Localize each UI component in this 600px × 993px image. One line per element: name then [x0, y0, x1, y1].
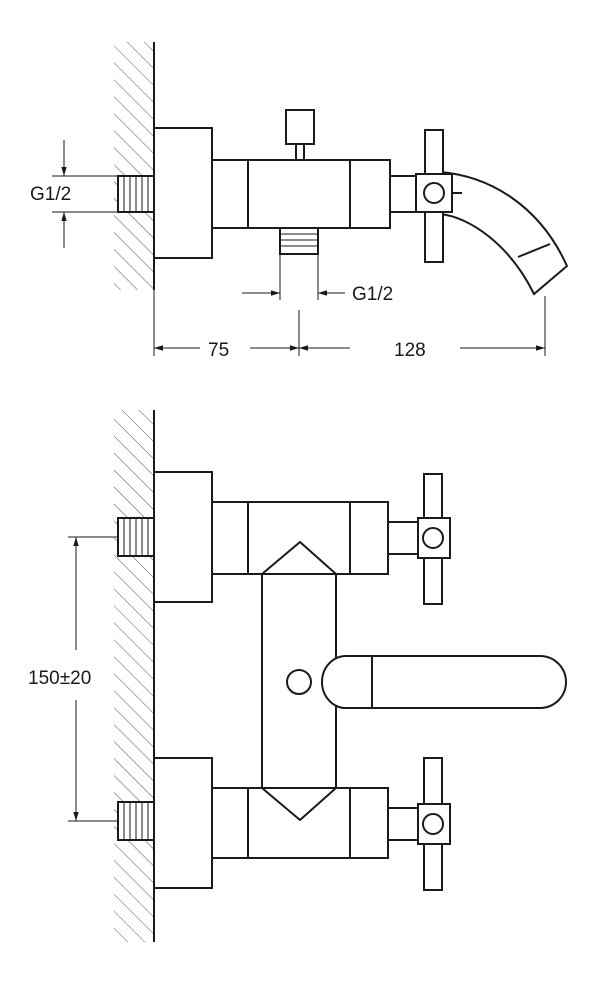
side-view: G1/2 G1/2 75 128: [30, 42, 569, 361]
inlet-thread-label: G1/2: [30, 184, 71, 205]
diverter-button-front: [286, 669, 312, 695]
dim-75-label: 75: [208, 340, 229, 361]
shower-outlet-side: [279, 227, 319, 255]
upper-body-front: [211, 501, 389, 575]
spout-side: [439, 170, 569, 296]
cross-handle-lower: [387, 757, 451, 891]
cross-handle-upper: [387, 473, 451, 605]
diverter-thread-label: G1/2: [352, 284, 393, 305]
wall-flange-lower: [153, 757, 213, 889]
wall-flange-upper: [153, 471, 213, 603]
diverter-knob-side: [285, 109, 315, 161]
dim-inlet-spacing: 150±20: [28, 536, 118, 822]
inlet-thread-upper: [117, 517, 155, 557]
wall-hatch-side: [114, 42, 154, 290]
cross-handle-side: [389, 129, 462, 263]
dim-150-label: 150±20: [28, 668, 91, 689]
dim-diverter-thread: G1/2: [242, 254, 393, 305]
mixer-body-side: [211, 159, 391, 229]
wall-flange-side: [153, 127, 213, 259]
dim-128-label: 128: [394, 340, 426, 361]
lower-body-front: [211, 787, 389, 859]
dim-inlet-thread: G1/2: [30, 140, 118, 248]
front-view: 150±20: [28, 410, 567, 942]
inlet-thread-lower: [117, 801, 155, 841]
dim-length: 75 128: [153, 290, 546, 361]
spout-front: [321, 655, 567, 709]
inlet-thread-side: [117, 175, 155, 213]
wall-hatch-front: [114, 410, 154, 942]
